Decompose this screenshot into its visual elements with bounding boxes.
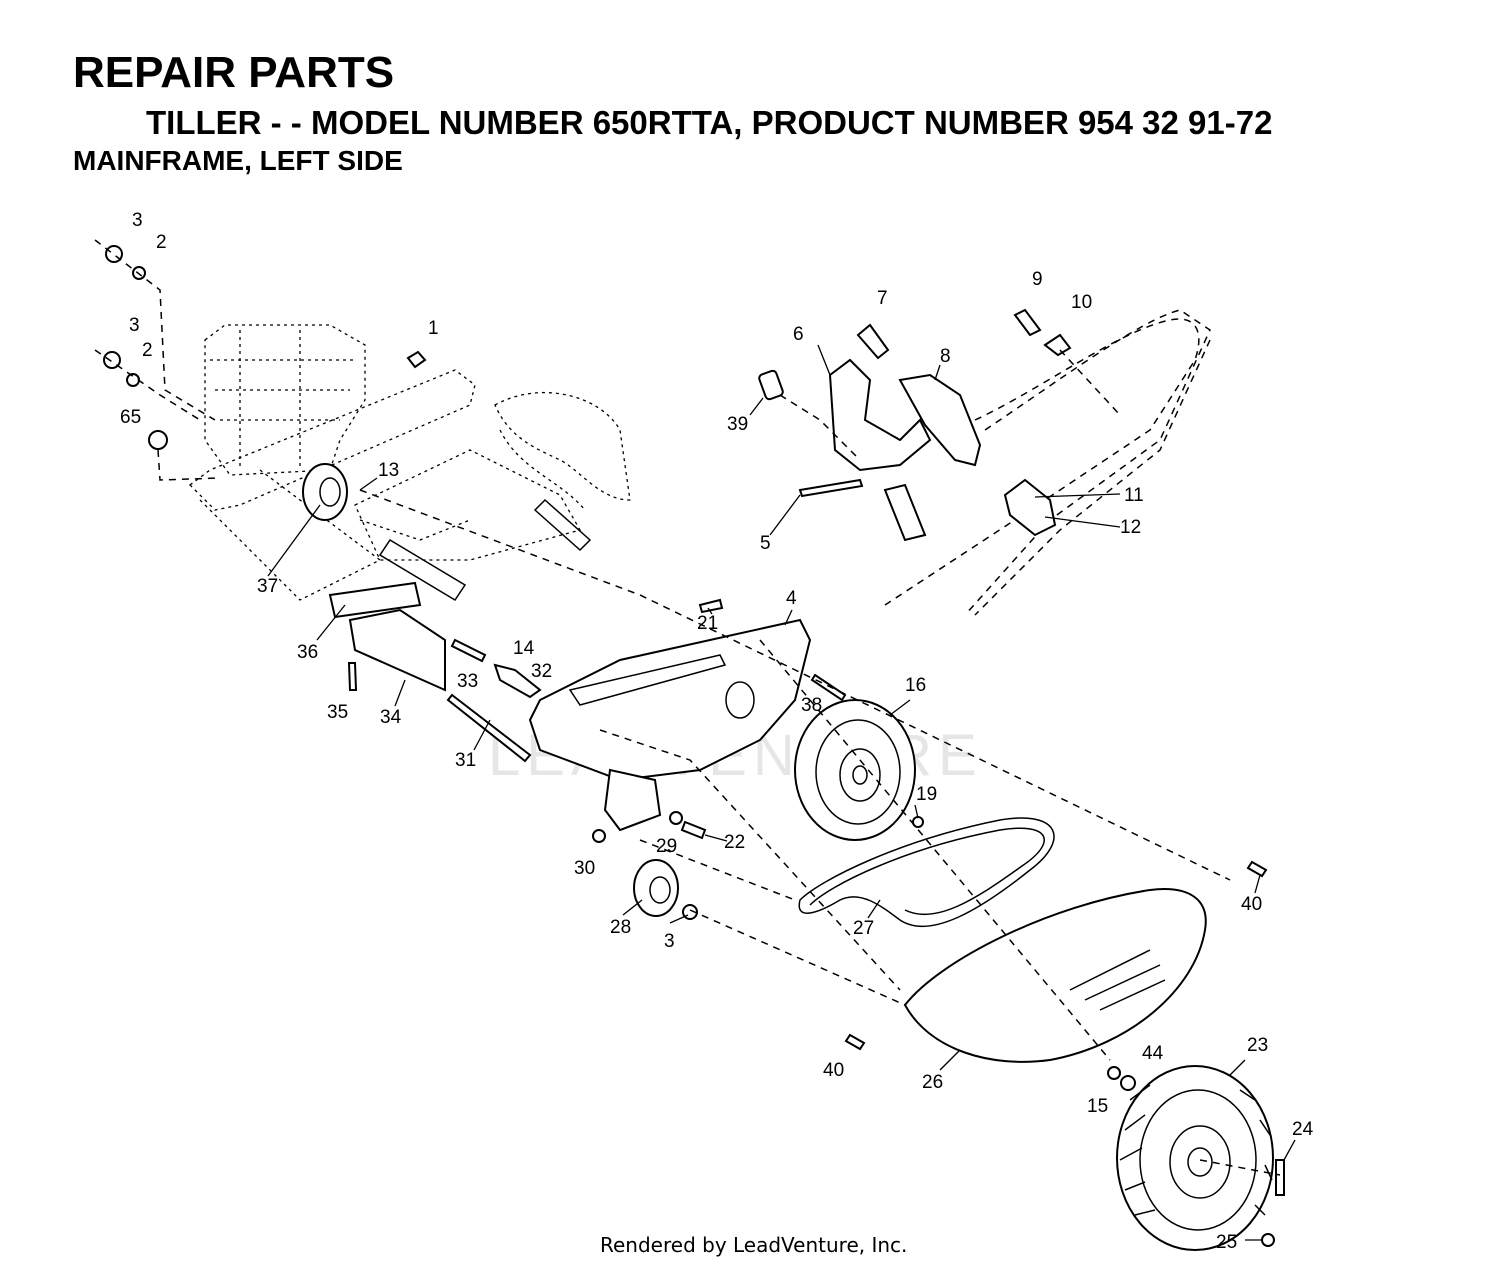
- bolt-part-33: [450, 638, 487, 663]
- screw-part-40-lower: [844, 1033, 866, 1051]
- bolt-part-22: [680, 820, 707, 840]
- nut-part-1: [406, 350, 427, 369]
- bolt-part-32: [493, 663, 542, 699]
- callout-2a: 2: [156, 232, 167, 253]
- pulley-part-28: [633, 859, 679, 917]
- callout-1: 1: [428, 318, 439, 339]
- callout-36: 36: [297, 642, 318, 663]
- pulley-part-37: [302, 463, 348, 521]
- belt-part-27: [798, 817, 1055, 928]
- callout-40b: 40: [823, 1060, 844, 1081]
- pin-part-21: [698, 598, 724, 614]
- callout-3b: 3: [129, 315, 140, 336]
- wheel-part-23: [1116, 1065, 1274, 1251]
- callout-14: 14: [513, 638, 535, 659]
- mainframe-arms: [189, 369, 581, 601]
- belt-cover-part-26: [903, 888, 1207, 1063]
- nut-part-65: [148, 430, 168, 450]
- bracket-part: [603, 768, 662, 832]
- callout-37: 37: [257, 576, 278, 597]
- bolt-part-31: [446, 693, 532, 763]
- callout-27: 27: [853, 918, 874, 939]
- callout-10: 10: [1071, 292, 1092, 313]
- nut-part-10: [1043, 333, 1072, 357]
- bracket-part-36: [328, 581, 422, 619]
- pin-part-24: [1275, 1159, 1285, 1196]
- callout-31: 31: [455, 750, 476, 771]
- pin-part-5: [798, 478, 864, 498]
- callout-38: 38: [801, 695, 822, 716]
- sleeve-part: [883, 483, 927, 542]
- callout-32: 32: [531, 661, 552, 682]
- tine-shaft: [378, 498, 592, 602]
- callout-4: 4: [786, 588, 797, 609]
- washer-part-30: [592, 829, 606, 843]
- bolt-part-35: [347, 662, 358, 691]
- callout-5: 5: [760, 533, 771, 554]
- callout-2b: 2: [142, 340, 153, 361]
- housing-part-34: [348, 608, 446, 692]
- callout-9: 9: [1032, 269, 1043, 290]
- callout-25: 25: [1216, 1232, 1237, 1253]
- tine-hood-outline: [494, 392, 631, 511]
- callout-30: 30: [574, 858, 595, 879]
- callout-23: 23: [1247, 1035, 1268, 1056]
- callout-65: 65: [120, 407, 141, 428]
- callout-19: 19: [916, 784, 937, 805]
- callout-12: 12: [1120, 517, 1141, 538]
- callout-28: 28: [610, 917, 631, 938]
- callout-7: 7: [877, 288, 888, 309]
- engine-outline: [204, 324, 366, 476]
- callout-34: 34: [380, 707, 402, 728]
- callout-leaders: [267, 344, 1296, 1241]
- clip-part-19: [912, 816, 924, 828]
- nut-part-3-mid: [103, 351, 121, 369]
- nut-part-44: [1120, 1075, 1136, 1091]
- callout-6: 6: [793, 324, 804, 345]
- callout-35: 35: [327, 702, 348, 723]
- callout-24: 24: [1292, 1119, 1314, 1140]
- callout-39: 39: [727, 414, 748, 435]
- callout-21: 21: [697, 613, 718, 634]
- footer-credit: Rendered by LeadVenture, Inc.: [600, 1233, 908, 1257]
- bolt-part-9: [1013, 308, 1042, 337]
- callout-44: 44: [1142, 1043, 1164, 1064]
- assembly-lines: [94, 239, 1281, 1176]
- callout-29: 29: [656, 836, 677, 857]
- bolt-part-7: [856, 323, 890, 360]
- section-title: MAINFRAME, LEFT SIDE: [73, 145, 403, 176]
- washer-part-15: [1107, 1066, 1121, 1080]
- callout-11: 11: [1124, 485, 1144, 506]
- callout-8: 8: [940, 346, 951, 367]
- clip-part-25: [1261, 1233, 1275, 1247]
- washer-part-29: [669, 811, 683, 825]
- callout-40a: 40: [1241, 894, 1262, 915]
- handle-outline: [884, 309, 1211, 616]
- callout-22: 22: [724, 832, 745, 853]
- callout-33: 33: [457, 671, 478, 692]
- callout-3a: 3: [132, 210, 143, 231]
- callout-15: 15: [1087, 1096, 1108, 1117]
- page-title: REPAIR PARTS: [73, 48, 395, 97]
- callout-13: 13: [378, 460, 399, 481]
- bracket-part-6: [828, 358, 932, 472]
- spacer-part-39: [758, 369, 784, 401]
- knob-part-11-12: [1003, 478, 1057, 537]
- side-plate-part-4: [528, 618, 812, 782]
- callout-26: 26: [922, 1072, 943, 1093]
- pulley-part-16: [794, 699, 916, 841]
- callout-3c: 3: [664, 931, 675, 952]
- screw-part-40-upper: [1246, 860, 1268, 878]
- callout-16: 16: [905, 675, 926, 696]
- page-subtitle: TILLER - - MODEL NUMBER 650RTTA, PRODUCT…: [146, 104, 1273, 141]
- callout-labels: 3 2 3 2 65 1 13 37 36 35 34 33 32 14 31 …: [120, 210, 1314, 1253]
